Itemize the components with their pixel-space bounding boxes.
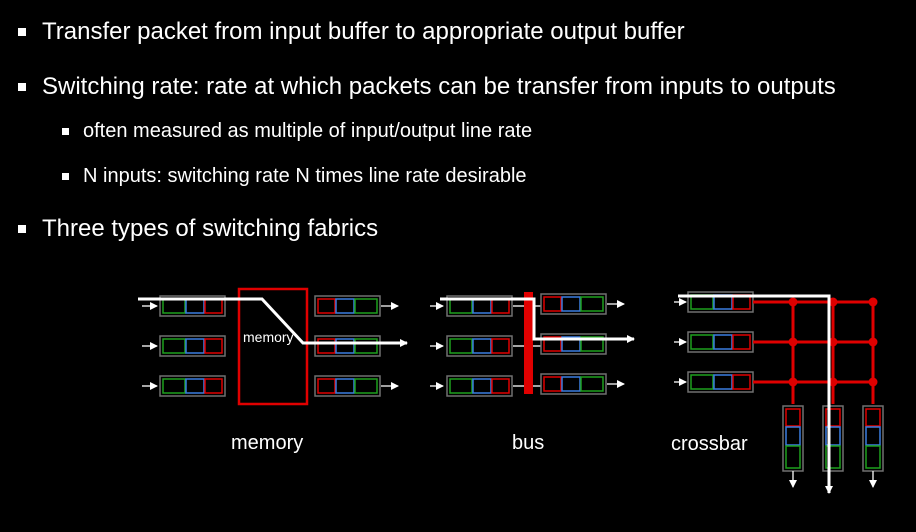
bullet-marker <box>18 225 26 233</box>
bullet-text: often measured as multiple of input/outp… <box>83 120 533 142</box>
bullet-marker <box>18 28 26 36</box>
crossbar-input-ports <box>674 291 754 393</box>
bullet-text: Three types of switching fabrics <box>42 215 379 242</box>
memory-box <box>237 287 309 406</box>
output-buffer <box>314 375 381 397</box>
input-buffer <box>687 371 754 393</box>
bullet-2: Switching rate: rate at which packets ca… <box>18 73 836 101</box>
memory-box-label: memory <box>243 329 294 345</box>
output-buffer <box>540 293 607 315</box>
input-buffer <box>159 295 226 317</box>
output-buffer <box>822 405 844 472</box>
output-buffer <box>862 405 884 472</box>
bullet-text: N inputs: switching rate N times line ra… <box>83 165 527 187</box>
crossbar-crosspoints <box>788 297 878 387</box>
memory-output-ports <box>314 295 399 397</box>
bullet-marker <box>62 173 69 180</box>
crossbar-fabric <box>674 291 884 494</box>
output-buffer <box>314 295 381 317</box>
bullet-marker <box>18 83 26 91</box>
crossbar-packet-path <box>678 294 833 494</box>
input-buffer <box>446 335 513 357</box>
crossbar-grid <box>753 300 875 404</box>
bullet-marker <box>62 128 69 135</box>
sub-bullet-1: often measured as multiple of input/outp… <box>62 120 532 143</box>
output-buffer <box>314 335 381 357</box>
memory-packet-path <box>138 297 408 347</box>
bus-output-ports <box>533 293 625 395</box>
caption-bus: bus <box>512 432 545 454</box>
bus-packet-path <box>440 297 635 343</box>
output-buffer <box>540 333 607 355</box>
input-buffer <box>159 335 226 357</box>
crossbar-output-ports <box>782 405 884 488</box>
bullet-text: Transfer packet from input buffer to app… <box>42 18 685 45</box>
output-buffer <box>782 405 804 472</box>
bus-fabric <box>430 292 635 397</box>
caption-memory: memory <box>231 432 304 454</box>
bullet-3: Three types of switching fabrics <box>18 215 378 243</box>
memory-input-ports <box>142 295 226 397</box>
bus-input-ports <box>430 295 513 397</box>
bullet-text: Switching rate: rate at which packets ca… <box>42 73 836 100</box>
memory-fabric: memory <box>138 287 408 406</box>
bullet-1: Transfer packet from input buffer to app… <box>18 18 685 46</box>
input-buffer <box>446 375 513 397</box>
sub-bullet-2: N inputs: switching rate N times line ra… <box>62 165 527 188</box>
input-buffer <box>159 375 226 397</box>
caption-crossbar: crossbar <box>671 433 748 455</box>
input-buffer <box>687 331 754 353</box>
bus-bar <box>524 292 533 394</box>
output-buffer <box>540 373 607 395</box>
